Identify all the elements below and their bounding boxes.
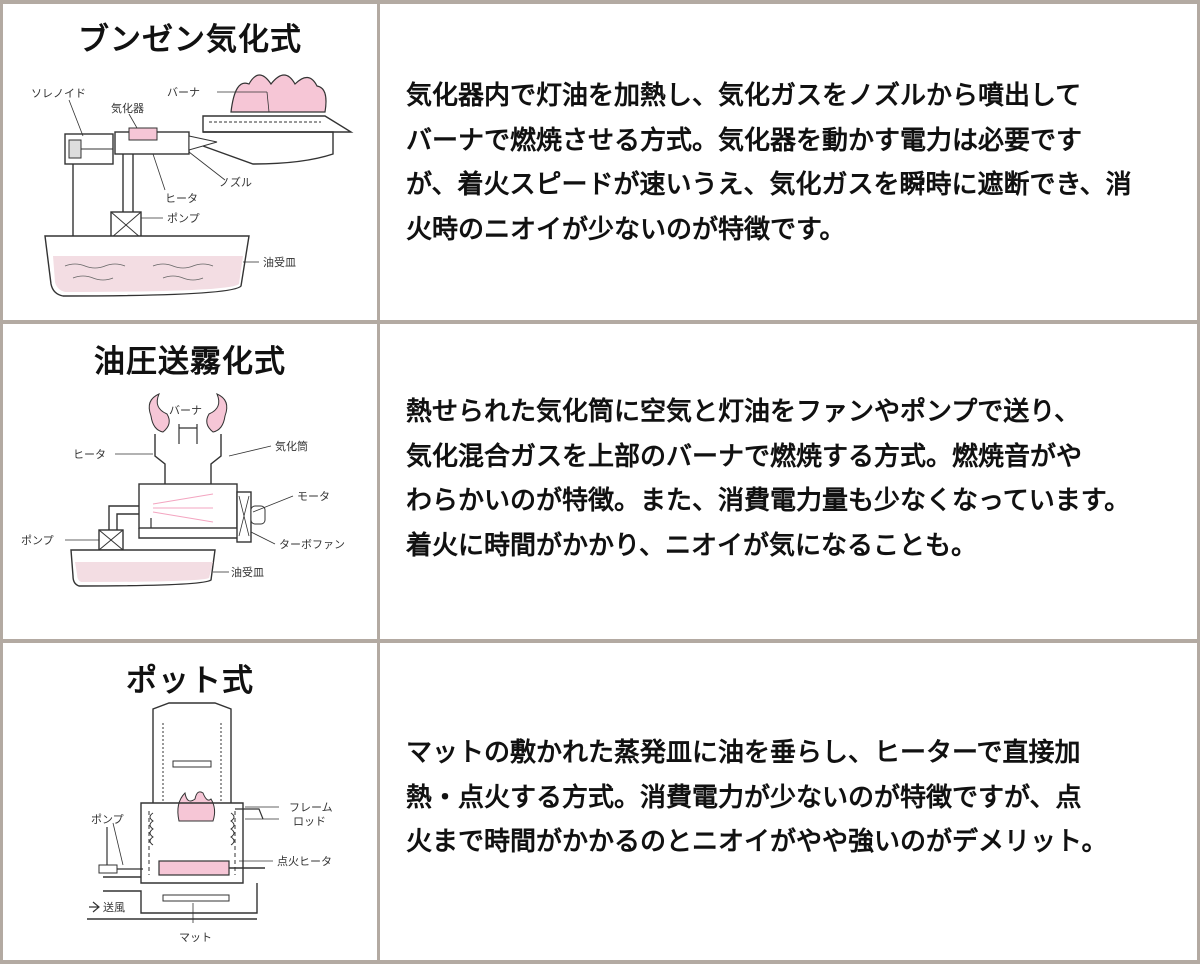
- mat-label: マット: [179, 931, 212, 944]
- table-border-top: [0, 0, 1200, 4]
- method-description: 気化器内で灯油を加熱し、気化ガスをノズルから噴出して バーナで燃焼させる方式。気…: [406, 74, 1186, 252]
- description-line: バーナで燃焼させる方式。気化器を動かす電力は必要です: [406, 125, 1083, 156]
- nozzle-label: ノズル: [219, 175, 252, 189]
- vaporizer-label: 気化器: [111, 101, 144, 115]
- description-cell: 熱せられた気化筒に空気と灯油をファンやポンプで送り、 気化混合ガスを上部のバーナ…: [380, 324, 1195, 639]
- burner-label: バーナ: [169, 404, 202, 417]
- table-row: ポット式: [0, 643, 1200, 960]
- oil-pressure-atomizer-diagram: バーナ ヒータ 気化筒 モータ ポンプ ターボファン 油受皿: [21, 393, 345, 587]
- description-cell: 気化器内で灯油を加熱し、気化ガスをノズルから噴出して バーナで燃焼させる方式。気…: [380, 4, 1195, 320]
- table-border-bottom: [0, 960, 1200, 964]
- bunsen-vaporizer-diagram: ソレノイド 気化器 バーナ ノズル ヒータ ポンプ 油受皿: [31, 74, 354, 297]
- heater-label: ヒータ: [165, 192, 198, 205]
- description-cell: マットの敷かれた蒸発皿に油を垂らし、ヒーターで直接加 熱・点火する方式。消費電力…: [380, 643, 1195, 960]
- pump-label: ポンプ: [21, 534, 54, 547]
- flame-shape: [230, 74, 327, 113]
- turbo-fan-label: ターボファン: [279, 538, 345, 551]
- method-title: 油圧送霧化式: [94, 344, 286, 380]
- oil-pan-label: 油受皿: [263, 255, 296, 269]
- description-line: 熱・点火する方式。消費電力が少ないのが特徴ですが、点: [406, 782, 1082, 813]
- pump-label: ポンプ: [167, 212, 200, 225]
- description-line: 気化混合ガスを上部のバーナで燃焼する方式。燃焼音がや: [406, 441, 1083, 472]
- oil-fill: [53, 256, 243, 292]
- method-cell: ブンゼン気化式: [3, 4, 377, 320]
- method-description: マットの敷かれた蒸発皿に油を垂らし、ヒーターで直接加 熱・点火する方式。消費電力…: [406, 731, 1186, 865]
- method-description: 熱せられた気化筒に空気と灯油をファンやポンプで送り、 気化混合ガスを上部のバーナ…: [406, 390, 1186, 568]
- solenoid-label: ソレノイド: [31, 87, 86, 100]
- table-row: 油圧送霧化式: [0, 324, 1200, 639]
- heater-label: ヒータ: [73, 448, 106, 461]
- description-line: 気化器内で灯油を加熱し、気化ガスをノズルから噴出して: [406, 81, 1082, 111]
- air-label: 送風: [103, 900, 125, 914]
- method-cell: 油圧送霧化式: [3, 324, 377, 639]
- pot-type-diagram: フレーム ロッド ポンプ 点火ヒータ 送風 マット: [87, 702, 333, 944]
- table-border-right: [1197, 0, 1200, 964]
- motor-label: モータ: [297, 490, 330, 503]
- burner-label: バーナ: [167, 86, 200, 99]
- row-divider: [0, 639, 1200, 643]
- method-cell: ポット式: [3, 643, 377, 960]
- row-divider: [0, 320, 1200, 324]
- description-line: わらかいのが特徴。また、消費電力量も少なくなっています。: [406, 486, 1131, 516]
- table-row: ブンゼン気化式: [0, 4, 1200, 320]
- flame-rod-label-1: フレーム: [289, 801, 333, 814]
- method-title: ポット式: [126, 663, 254, 699]
- flame-rod-label-2: ロッド: [293, 815, 326, 828]
- description-line: が、着火スピードが速いうえ、気化ガスを瞬時に遮断でき、消: [406, 170, 1132, 200]
- description-line: マットの敷かれた蒸発皿に油を垂らし、ヒーターで直接加: [406, 738, 1081, 768]
- description-line: 火まで時間がかかるのとニオイがやや強いのがデメリット。: [406, 827, 1108, 857]
- pump-label: ポンプ: [91, 813, 124, 826]
- description-line: 熱せられた気化筒に空気と灯油をファンやポンプで送り、: [406, 397, 1081, 427]
- oil-pan-label: 油受皿: [231, 565, 264, 579]
- column-divider: [377, 0, 380, 964]
- ignition-heater-label: 点火ヒータ: [277, 855, 332, 868]
- method-title: ブンゼン気化式: [78, 22, 302, 58]
- vapor-tube-label: 気化筒: [275, 439, 308, 453]
- table-border-left: [0, 0, 3, 964]
- description-line: 火時のニオイが少ないのが特徴です。: [406, 214, 846, 245]
- description-line: 着火に時間がかかり、ニオイが気になることも。: [406, 530, 977, 561]
